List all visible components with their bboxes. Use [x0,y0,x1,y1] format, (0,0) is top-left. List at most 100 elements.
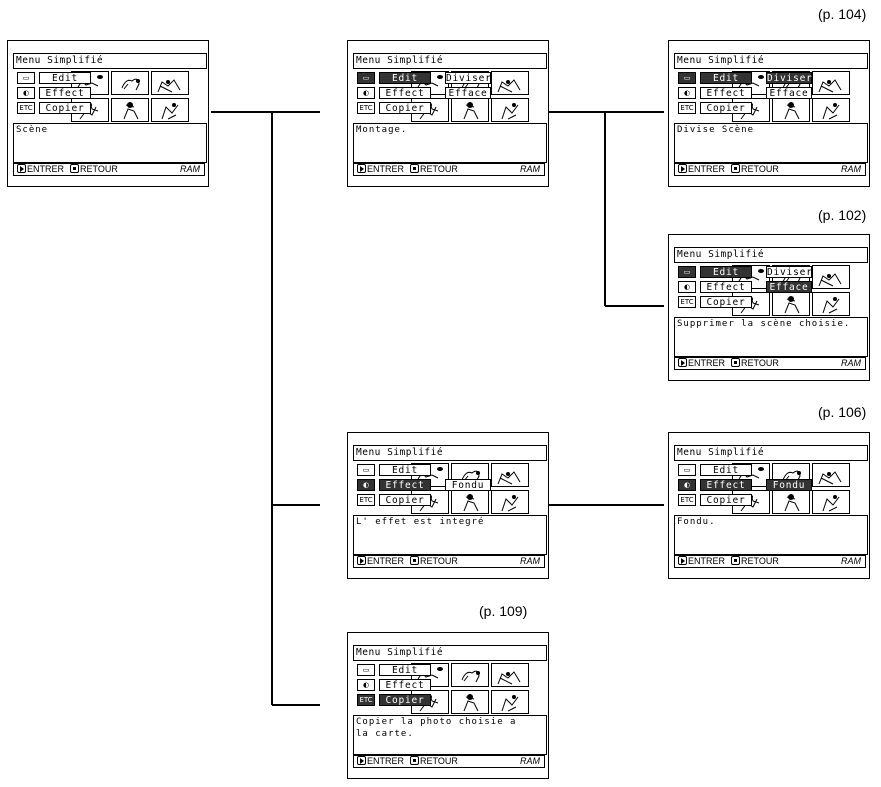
back-label: RETOUR [741,556,779,566]
menu-item-edit[interactable]: Edit [379,72,431,84]
media-ram-label: RAM [520,556,540,566]
back-label: RETOUR [420,556,458,566]
stop-icon [70,164,80,173]
menu-item-copier[interactable]: Copier [379,494,431,506]
submenu-item-diviser[interactable]: Diviser [766,266,813,278]
effect-icon: ◐ [357,479,375,491]
stop-icon [731,164,741,173]
play-icon [357,756,366,765]
submenu-item-diviser[interactable]: Diviser [445,72,492,84]
stop-icon [410,556,420,565]
scene-thumbnail [812,71,850,95]
menu-item-copier[interactable]: Copier [39,102,91,114]
page-ref-copier: (p. 109) [479,603,528,619]
etc-icon: ETC [678,296,696,308]
submenu-item-efface[interactable]: Efface [766,281,812,293]
screen-icon: ▭ [678,72,696,84]
etc-icon: ETC [357,494,375,506]
scene-thumbnail [151,71,189,95]
menu-title: Menu Simplifié [353,53,547,69]
menu-item-edit[interactable]: Edit [700,464,752,476]
submenu-item-diviser[interactable]: Diviser [766,72,813,84]
screen-icon: ▭ [678,464,696,476]
scene-thumbnail [491,71,529,95]
enter-label: ENTRER [688,556,726,566]
menu-item-effect[interactable]: Effect [700,479,752,491]
effect-icon: ◐ [17,87,35,99]
button-guide: ENTRER RETOUR RAM [353,755,545,768]
screen-icon: ▭ [357,464,375,476]
effect-icon: ◐ [678,281,696,293]
scene-thumbnail [772,98,810,122]
submenu-item-efface[interactable]: Efface [766,87,812,99]
screen-icon: ▭ [17,72,35,84]
effect-icon: ◐ [357,87,375,99]
menu-title: Menu Simplifié [353,645,547,661]
message-box: Fondu. [674,515,868,555]
page-ref-fondu: (p. 106) [818,404,867,420]
submenu-item-fondu[interactable]: Fondu [445,479,491,491]
menu-item-effect[interactable]: Effect [379,479,431,491]
message-box: Montage. [353,123,547,163]
scene-thumbnail [491,98,529,122]
scene-thumbnail [451,490,489,514]
menu-item-edit[interactable]: Edit [700,266,752,278]
stop-icon [410,164,420,173]
menu-item-effect[interactable]: Effect [700,87,752,99]
etc-icon: ETC [357,694,375,706]
submenu-item-efface[interactable]: Efface [445,87,491,99]
media-ram-label: RAM [841,556,861,566]
menu-item-copier[interactable]: Copier [700,296,752,308]
submenu-item-fondu[interactable]: Fondu [766,479,812,491]
scene-thumbnail [451,663,489,687]
menu-item-edit[interactable]: Edit [700,72,752,84]
enter-label: ENTRER [367,556,405,566]
back-label: RETOUR [741,164,779,174]
button-guide: ENTRER RETOUR RAM [674,555,866,568]
menu-item-copier[interactable]: Copier [700,102,752,114]
scene-thumbnail [772,292,810,316]
play-icon [357,556,366,565]
message-box: Divise Scène [674,123,868,163]
menu-title: Menu Simplifié [13,53,207,69]
menu-item-copier[interactable]: Copier [379,694,431,706]
menu-item-effect[interactable]: Effect [379,679,431,691]
message-box: L' effet est integré [353,515,547,555]
screen-icon: ▭ [357,72,375,84]
menu-item-edit[interactable]: Edit [39,72,91,84]
media-ram-label: RAM [841,164,861,174]
back-label: RETOUR [420,756,458,766]
message-box: Scène [13,123,207,163]
media-ram-label: RAM [520,756,540,766]
menu-item-effect[interactable]: Effect [700,281,752,293]
menu-item-effect[interactable]: Effect [379,87,431,99]
screen-icon: ▭ [678,266,696,278]
menu-item-effect[interactable]: Effect [39,87,91,99]
enter-label: ENTRER [367,756,405,766]
menu-item-edit[interactable]: Edit [379,664,431,676]
media-ram-label: RAM [520,164,540,174]
stop-icon [731,556,741,565]
stop-icon [410,756,420,765]
effect-icon: ◐ [678,87,696,99]
play-icon [357,164,366,173]
menu-title: Menu Simplifié [353,445,547,461]
play-icon [678,556,687,565]
menu-item-copier[interactable]: Copier [700,494,752,506]
menu-item-copier[interactable]: Copier [379,102,431,114]
scene-thumbnail [111,98,149,122]
scene-thumbnail [812,98,850,122]
effect-icon: ◐ [678,479,696,491]
menu-item-edit[interactable]: Edit [379,464,431,476]
